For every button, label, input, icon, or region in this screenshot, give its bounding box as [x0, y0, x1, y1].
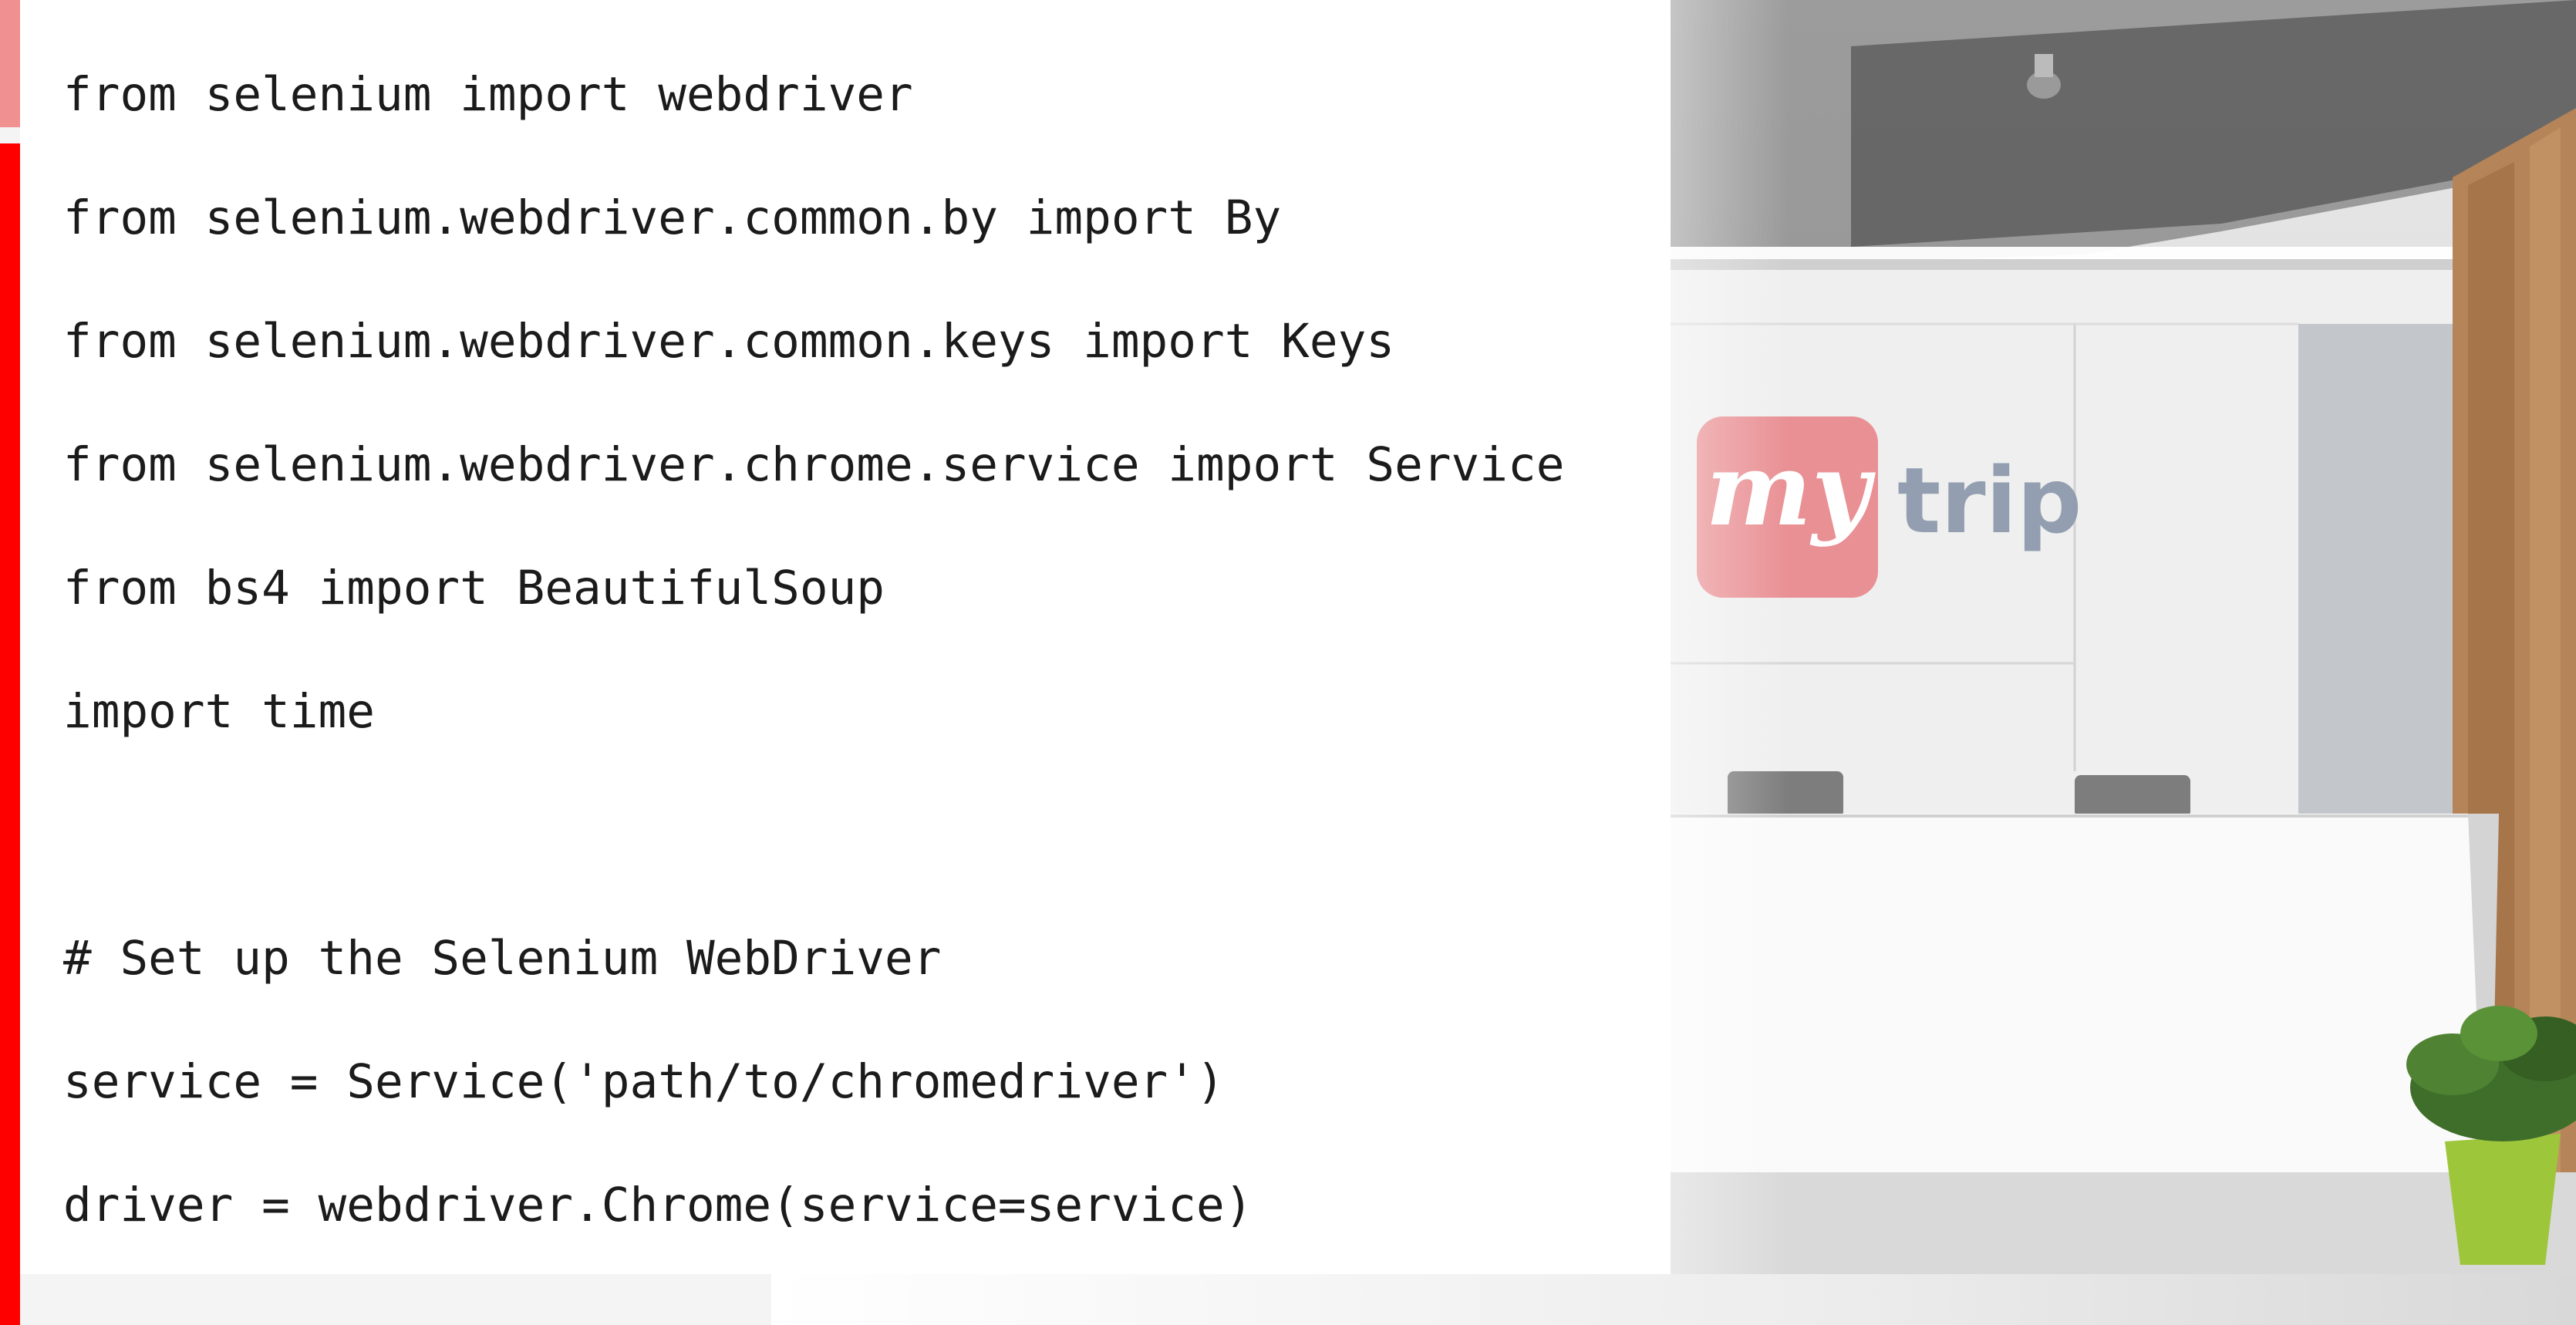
accent-bar-top — [0, 0, 20, 127]
code-line-10: driver = webdriver.Chrome(service=servic… — [63, 1178, 1253, 1232]
ceiling-camera-icon — [2027, 54, 2061, 99]
potted-plant-icon — [2406, 1006, 2576, 1265]
code-line-4: from selenium.webdriver.chrome.service i… — [63, 437, 1565, 492]
sign-text: trip — [1897, 447, 2082, 554]
code-line-1: from selenium import webdriver — [63, 67, 913, 122]
code-line-2: from selenium.webdriver.common.by import… — [63, 190, 1282, 245]
bottom-strip — [771, 1274, 2576, 1325]
code-line-8: # Set up the Selenium WebDriver — [63, 931, 942, 986]
code-line-6: import time — [63, 684, 375, 739]
code-line-5: from bs4 import BeautifulSoup — [63, 561, 885, 615]
code-panel: from selenium import webdriver from sele… — [20, 0, 1671, 1274]
code-line-3: from selenium.webdriver.common.keys impo… — [63, 314, 1395, 369]
accent-bar-main — [0, 143, 20, 1325]
code-line-9: service = Service('path/to/chromedriver'… — [63, 1054, 1225, 1109]
